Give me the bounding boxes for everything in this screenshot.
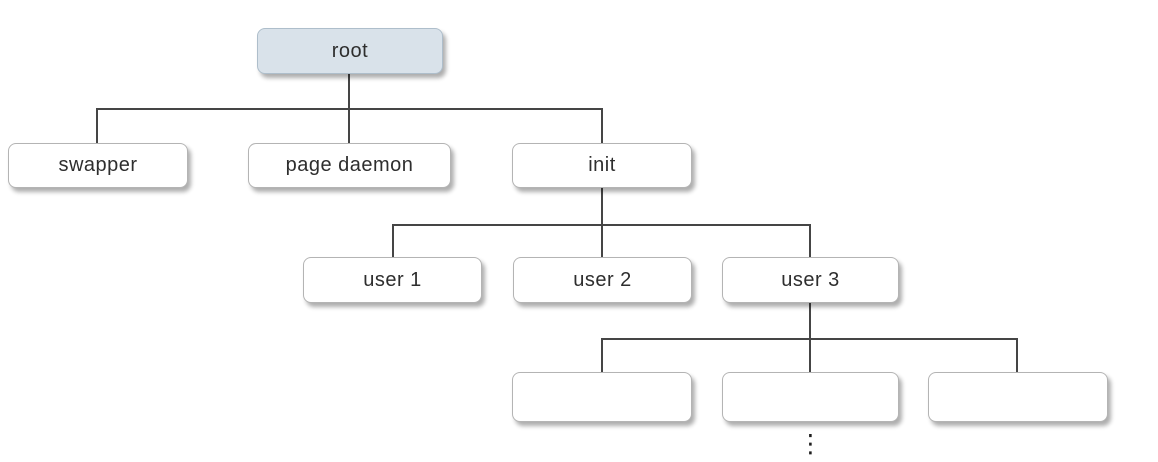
connector-root-children [96,108,603,110]
connector-drop-child-3 [1016,339,1018,373]
node-swapper-label: swapper [58,154,138,176]
node-init-label: init [588,154,616,176]
continuation-ellipsis: ⋮ [798,429,823,458]
node-root: root [257,28,443,74]
node-init: init [512,143,692,188]
node-user-3: user 3 [722,257,899,303]
node-swapper: swapper [8,143,188,188]
connector-drop-child-1 [601,339,603,373]
node-child-3 [928,372,1108,422]
connector-init-vertical [601,188,603,258]
node-child-2 [722,372,899,422]
node-user-2-label: user 2 [573,268,632,291]
connector-init-children [392,224,811,226]
connector-drop-init [601,109,603,144]
node-child-1 [512,372,692,422]
connector-user-3-children [601,338,1018,340]
connector-drop-swapper [96,109,98,144]
node-user-2: user 2 [513,257,692,303]
node-user-1-label: user 1 [363,268,422,291]
node-page-daemon: page daemon [248,143,451,188]
connector-drop-user-3 [809,225,811,258]
node-page-daemon-label: page daemon [285,154,414,176]
node-user-3-label: user 3 [781,268,840,291]
node-root-label: root [331,39,369,62]
connector-drop-user-1 [392,225,394,258]
node-user-1: user 1 [303,257,482,303]
